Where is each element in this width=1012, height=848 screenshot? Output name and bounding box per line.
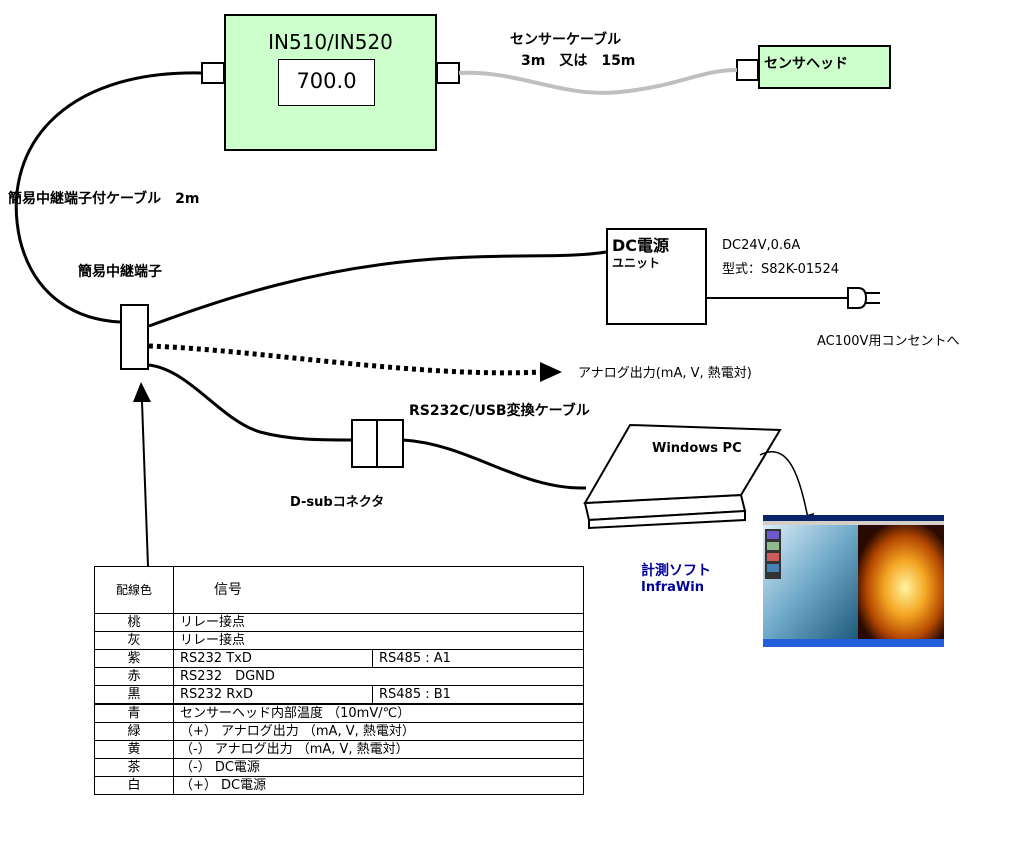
power-cable: [148, 250, 607, 328]
software-label-2: InfraWin: [641, 580, 704, 595]
row-signal: RS232 TxD: [173, 649, 373, 668]
pc-label: Windows PC: [652, 441, 742, 456]
device-display: 700.0: [278, 59, 375, 106]
table-row: 白 （+） DC電源: [94, 776, 584, 795]
table-row: 青 センサーヘッド内部温度 （10mV/℃）: [94, 703, 584, 723]
software-label-1: 計測ソフト: [641, 563, 711, 579]
software-screenshot: [763, 515, 944, 647]
table-row: 灰 リレー接点: [94, 631, 584, 650]
device-display-value: 700.0: [296, 69, 357, 93]
relay-cable-label: 簡易中継端子付ケーブル 2m: [8, 191, 200, 207]
header-color: 配線色: [94, 566, 174, 614]
row-color: 黒: [94, 685, 174, 705]
sensor-head: センサヘッド: [758, 45, 891, 89]
ac-plug-icon: [847, 287, 868, 309]
row-color: 黄: [94, 740, 174, 759]
power-spec-2: 型式：S82K-01524: [722, 262, 840, 277]
row-color: 青: [94, 703, 174, 723]
row-color: 桃: [94, 613, 174, 632]
row-signal: （-） アナログ出力 （mA, V, 熱電対）: [173, 740, 584, 759]
table-row: 黄 （-） アナログ出力 （mA, V, 熱電対）: [94, 740, 584, 759]
dc-power-unit: DC電源 ユニット: [606, 228, 707, 325]
dsub-label: D-subコネクタ: [290, 495, 385, 510]
relay-terminal-label: 簡易中継端子: [78, 264, 162, 280]
in510-device: IN510/IN520 700.0: [224, 14, 437, 151]
wiring-table: 配線色 信号 桃 リレー接点 灰 リレー接点 紫 RS232 TxD RS485…: [94, 566, 584, 795]
device-left-connector: [201, 62, 225, 84]
sensor-cable: [458, 68, 738, 95]
row-color: 白: [94, 776, 174, 795]
row-signal: リレー接点: [173, 613, 584, 632]
sensor-cable-label-2: 3m 又は 15m: [521, 53, 636, 69]
row-color: 緑: [94, 722, 174, 741]
usb-cable-label: RS232C/USB変換ケーブル: [409, 403, 590, 419]
laptop-icon: [583, 423, 782, 530]
row-color: 茶: [94, 758, 174, 777]
row-signal: RS232 DGND: [173, 667, 584, 686]
row-signal: （+） DC電源: [173, 776, 584, 795]
power-unit-label-1: DC電源: [612, 236, 670, 255]
row-signal: （+） アナログ出力 （mA, V, 熱電対）: [173, 722, 584, 741]
row-signal: （-） DC電源: [173, 758, 584, 777]
table-header-row: 配線色 信号: [94, 566, 584, 614]
serial-cable: [148, 363, 353, 442]
table-row: 緑 （+） アナログ出力 （mA, V, 熱電対）: [94, 722, 584, 741]
power-spec-1: DC24V,0.6A: [722, 238, 801, 253]
row-signal-alt: RS485 : A1: [372, 649, 584, 668]
outlet-label: AC100V用コンセントへ: [817, 334, 960, 349]
row-signal: センサーヘッド内部温度 （10mV/℃）: [173, 703, 584, 723]
table-row: 紫 RS232 TxD RS485 : A1: [94, 649, 584, 668]
table-row: 茶 （-） DC電源: [94, 758, 584, 777]
table-row: 赤 RS232 DGND: [94, 667, 584, 686]
analog-output-line: [148, 343, 541, 376]
sensor-head-connector: [736, 59, 759, 81]
analog-output-label: アナログ出力(mA, V, 熱電対): [578, 366, 752, 381]
analog-output-arrowhead: [540, 362, 562, 382]
sensor-cable-label-1: センサーケーブル: [510, 32, 622, 48]
relay-terminal: [120, 304, 149, 370]
row-color: 灰: [94, 631, 174, 650]
row-color: 赤: [94, 667, 174, 686]
table-row: 桃 リレー接点: [94, 613, 584, 632]
table-to-terminal-arrow: [141, 401, 149, 567]
header-signal: 信号: [173, 566, 584, 614]
row-signal-alt: RS485 : B1: [372, 685, 584, 705]
device-model-label: IN510/IN520: [268, 30, 393, 54]
relay-cable: [14, 71, 203, 324]
device-right-connector: [436, 62, 460, 84]
table-row: 黒 RS232 RxD RS485 : B1: [94, 685, 584, 705]
row-signal: RS232 RxD: [173, 685, 373, 705]
row-color: 紫: [94, 649, 174, 668]
row-signal: リレー接点: [173, 631, 584, 650]
sensor-head-label: センサヘッド: [764, 56, 848, 72]
power-unit-label-2: ユニット: [612, 256, 661, 270]
